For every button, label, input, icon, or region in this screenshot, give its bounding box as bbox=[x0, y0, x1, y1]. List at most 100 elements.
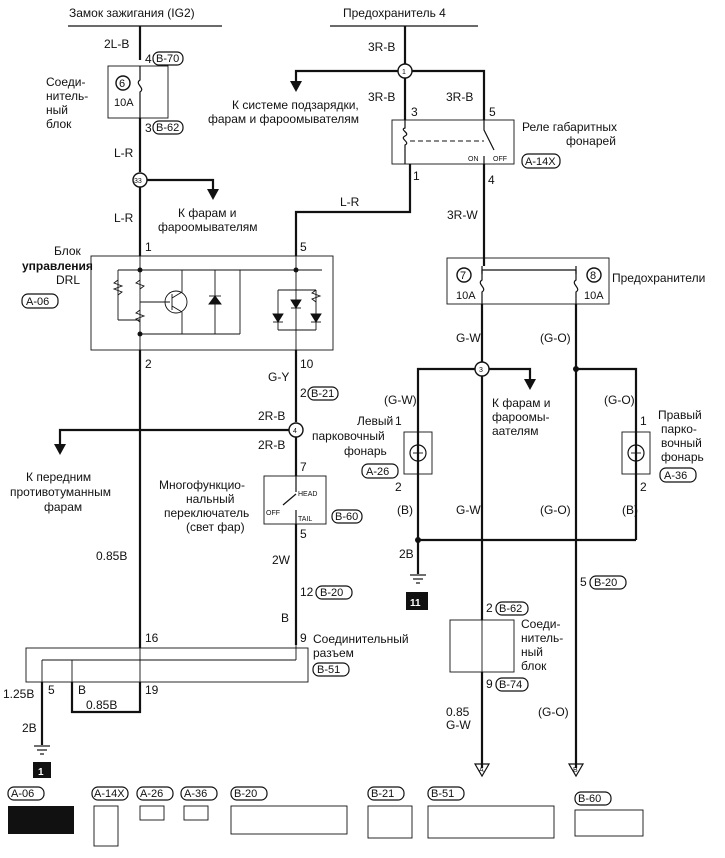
wire-label-085-col: G-W bbox=[446, 718, 471, 732]
left-parking-lamp bbox=[403, 431, 433, 475]
to-headlamps-r-1: К фарам и bbox=[492, 396, 551, 410]
pin-3-relay: 3 bbox=[411, 105, 418, 119]
connector-badge-b60 bbox=[331, 509, 363, 524]
sw-label-2: нальный bbox=[186, 492, 235, 506]
to-charging-2: фарам и фароомывателям bbox=[208, 112, 359, 126]
sw-label-1: Многофункцио- bbox=[159, 478, 245, 492]
connector-b21: B-21 bbox=[311, 388, 334, 400]
jb2-label-1: Соеди- bbox=[521, 617, 560, 631]
fuse-7-amp: 10A bbox=[456, 290, 476, 302]
pin-2-drl: 2 bbox=[145, 357, 152, 371]
fuse-7-num: 7 bbox=[460, 270, 466, 282]
connector-badge-b20b bbox=[589, 575, 627, 590]
pin-3-jb: 3 bbox=[145, 121, 152, 135]
fuse-6-circle bbox=[115, 75, 131, 91]
legend-a06: A-06 bbox=[11, 788, 34, 800]
legend-badge-a36 bbox=[180, 786, 218, 801]
wire-label-3rw: 3R-W bbox=[447, 208, 478, 222]
wire-label-085b: 0.85B bbox=[96, 549, 127, 563]
wire-to-headlamps bbox=[147, 178, 215, 190]
legend-plug-b60 bbox=[574, 809, 644, 837]
to-headlamps-2: фароомывателям bbox=[158, 220, 257, 234]
ignition-source-label: Замок зажигания (IG2) bbox=[69, 6, 195, 20]
to-charging-1: К системе подзарядки, bbox=[232, 98, 359, 112]
pin-2-b62: 2 bbox=[486, 601, 493, 615]
connector-badge-a26 bbox=[361, 463, 399, 479]
arrow-a-label: A bbox=[479, 767, 484, 774]
drl-label-1: Блок bbox=[54, 244, 82, 258]
right-parking-lamp bbox=[621, 431, 651, 475]
legend-badge-b21 bbox=[367, 786, 405, 801]
wire-to-headlamps-r bbox=[489, 367, 532, 380]
fuse-8-symbol bbox=[573, 270, 579, 304]
wire-label-2rb-1: 2R-B bbox=[258, 409, 285, 423]
legend-b20: B-20 bbox=[234, 788, 257, 800]
right-lamp-label-4: фонарь bbox=[661, 450, 704, 464]
connector-a06: A-06 bbox=[26, 296, 49, 308]
right-lamp-label-1: Правый bbox=[658, 408, 702, 422]
wire-to-fog bbox=[58, 428, 289, 445]
wire-label-3rb-left: 3R-B bbox=[368, 90, 395, 104]
drl-label-3: DRL bbox=[56, 273, 80, 287]
fuse-source-label: Предохранитель 4 bbox=[343, 6, 446, 20]
wire-085b-loop bbox=[70, 682, 142, 714]
wire-label-2rb-2: 2R-B bbox=[258, 438, 285, 452]
switch-contact bbox=[282, 476, 297, 524]
ground-mid-badge bbox=[406, 592, 428, 610]
arrow-b bbox=[567, 763, 585, 778]
to-fog-1: К передним bbox=[26, 470, 91, 484]
connector-badge-b20 bbox=[315, 585, 353, 600]
wire-go-right bbox=[576, 367, 638, 540]
to-headlamps-1: К фарам и bbox=[178, 206, 237, 220]
wire-gw-left bbox=[416, 367, 475, 540]
pin-16: 16 bbox=[145, 631, 159, 645]
legend-b60: B-60 bbox=[578, 793, 601, 805]
legend-plug-a36 bbox=[183, 805, 209, 821]
drl-unit bbox=[90, 255, 334, 351]
wire-label-go-1: (G-O) bbox=[540, 331, 571, 345]
arrow-to-fog bbox=[54, 444, 66, 455]
joint-connector-b51 bbox=[25, 647, 309, 683]
arrow-to-headlamps-r bbox=[524, 379, 536, 390]
pin-2-lamp-l: 2 bbox=[395, 480, 402, 494]
wire-lr-3 bbox=[294, 180, 412, 256]
fuse-8-circle bbox=[586, 267, 602, 283]
left-lamp-bulb bbox=[409, 444, 427, 462]
fuse-6-symbol bbox=[137, 66, 143, 118]
pin-9: 9 bbox=[300, 631, 307, 645]
right-lamp-bulb bbox=[627, 444, 645, 462]
relay-label-2: фонарей bbox=[566, 134, 616, 148]
wire-label-gw-1: G-W bbox=[456, 331, 481, 345]
jb1-label-2: нитель- bbox=[46, 89, 88, 103]
to-headlamps-r-3: аателям bbox=[492, 424, 538, 438]
sw-head: HEAD bbox=[298, 491, 317, 498]
ground-left-badge bbox=[33, 762, 51, 778]
junction-3-num: 3 bbox=[479, 367, 483, 374]
pin-1-lamp-r: 1 bbox=[640, 414, 647, 428]
legend-plug-a26 bbox=[139, 805, 165, 821]
legend-plug-b21 bbox=[367, 805, 413, 839]
legend-badge-a06 bbox=[7, 786, 45, 801]
wire-label-go-bottom: (G-O) bbox=[538, 705, 569, 719]
jb2-label-4: блок bbox=[521, 659, 547, 673]
connector-b74: B-74 bbox=[499, 679, 522, 691]
relay-off: OFF bbox=[493, 156, 507, 163]
pin-2-b21: 2 bbox=[300, 386, 307, 400]
pin-5-relay: 5 bbox=[489, 105, 496, 119]
junction-4-num: 4 bbox=[293, 428, 297, 435]
ground-mid-symbol bbox=[410, 574, 426, 584]
wire-label-3rb-top: 3R-B bbox=[368, 40, 395, 54]
junction-1-num: 1 bbox=[402, 69, 406, 76]
wire-label-lr-1: L-R bbox=[114, 146, 134, 160]
wire-label-b-right: (B) bbox=[622, 503, 638, 517]
pin-1-drl: 1 bbox=[145, 240, 152, 254]
pin-5-b20: 5 bbox=[580, 575, 587, 589]
relay-on: ON bbox=[468, 156, 479, 163]
connector-legend: A-06 A-14X A-26 A-36 B-20 B-21 B-51 B-60 bbox=[7, 786, 644, 847]
arrow-b-label: B bbox=[573, 767, 578, 774]
left-lamp-label-1: Левый bbox=[357, 414, 393, 428]
drl-dot-3 bbox=[137, 331, 143, 337]
pin-12-b20: 12 bbox=[300, 585, 314, 599]
wire-3rb-right bbox=[412, 69, 486, 120]
